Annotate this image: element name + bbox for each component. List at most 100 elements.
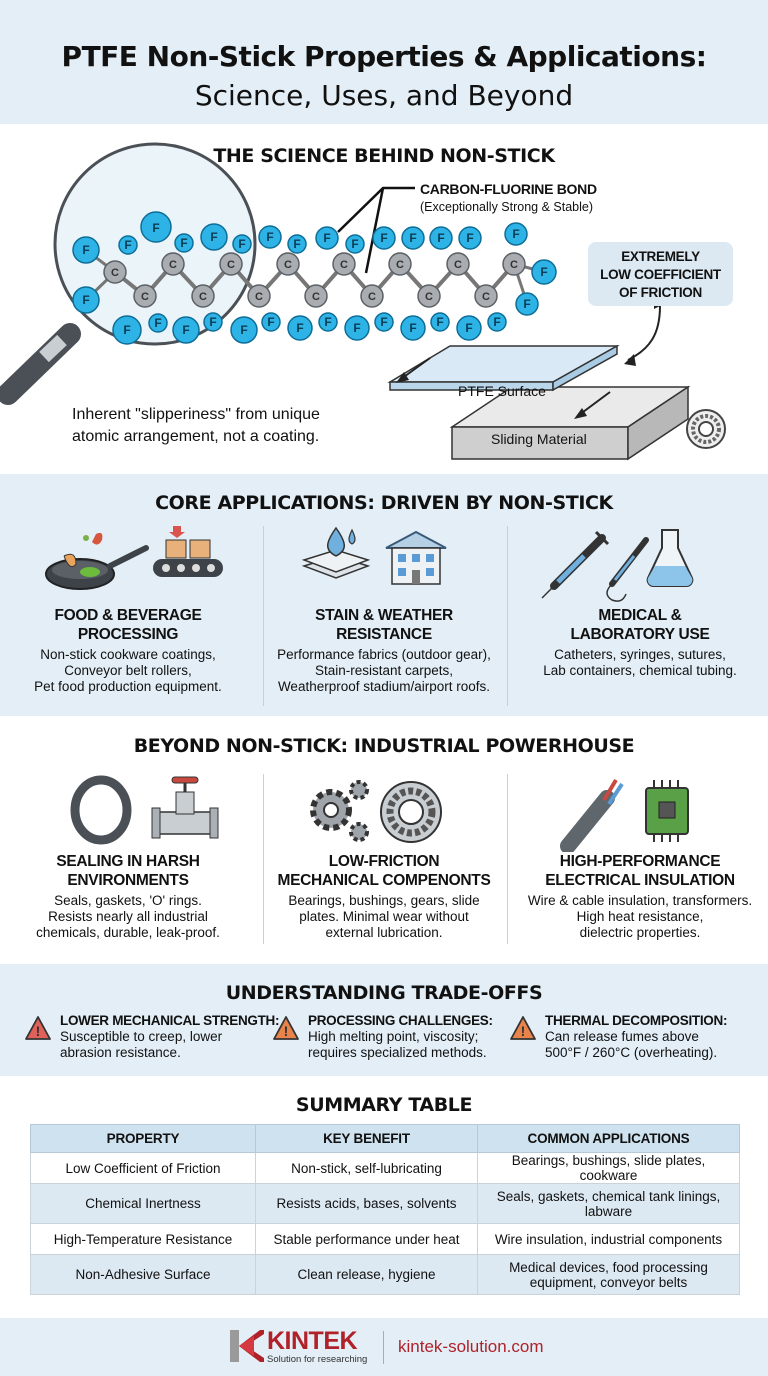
svg-text:F: F	[353, 321, 360, 335]
svg-text:F: F	[512, 227, 519, 241]
svg-text:F: F	[324, 315, 331, 329]
brand-tagline: Solution for researching	[267, 1354, 368, 1365]
svg-text:F: F	[436, 315, 443, 329]
svg-text:C: C	[169, 259, 177, 271]
bond-label: CARBON-FLUORINE BOND	[420, 181, 597, 197]
table-row: Non-Adhesive Surface Clean release, hygi…	[30, 1254, 740, 1295]
svg-text:F: F	[493, 315, 500, 329]
svg-text:F: F	[409, 231, 416, 245]
tradeoffs-section: UNDERSTANDING TRADE-OFFS ! LOWER MECHANI…	[0, 964, 768, 1076]
svg-text:F: F	[523, 297, 530, 311]
warning-icon: !	[510, 1016, 536, 1040]
frying-pan-conveyor-icon	[45, 526, 223, 590]
column-title: MEDICAL &LABORATORY USE	[570, 607, 710, 643]
ptfe-surface-label: PTFE Surface	[458, 383, 546, 399]
svg-text:!: !	[36, 1023, 41, 1039]
slipperiness-caption: Inherent "slipperiness" from unique atom…	[72, 406, 320, 445]
svg-text:F: F	[123, 323, 130, 337]
svg-text:F: F	[209, 315, 216, 329]
svg-text:C: C	[255, 291, 263, 303]
svg-text:F: F	[380, 315, 387, 329]
svg-text:!: !	[284, 1023, 289, 1039]
svg-text:C: C	[510, 259, 518, 271]
industrial-section: BEYOND NON-STICK: INDUSTRIAL POWERHOUSE …	[0, 716, 768, 964]
warning-icon: !	[273, 1016, 299, 1040]
sliding-material-label: Sliding Material	[491, 431, 587, 447]
tradeoff-item: ! LOWER MECHANICAL STRENGTH: Susceptible…	[25, 1013, 280, 1061]
summary-title: SUMMARY TABLE	[295, 1094, 473, 1116]
table-row: High-Temperature Resistance Stable perfo…	[30, 1223, 740, 1255]
column-description: Performance fabrics (outdoor gear),Stain…	[277, 647, 491, 694]
svg-text:F: F	[82, 293, 89, 307]
svg-text:C: C	[396, 259, 404, 271]
table-header: KEY BENEFIT	[255, 1124, 478, 1153]
svg-text:F: F	[293, 237, 300, 251]
svg-text:C: C	[340, 259, 348, 271]
syringe-flask-icon	[541, 529, 694, 602]
website-link[interactable]: kintek-solution.com	[398, 1337, 544, 1356]
svg-text:C: C	[199, 291, 207, 303]
magnifier-icon	[0, 142, 257, 405]
gears-bearing-icon	[310, 780, 442, 843]
kintek-logo-icon	[230, 1330, 264, 1362]
svg-text:F: F	[465, 321, 472, 335]
svg-text:F: F	[180, 236, 187, 250]
warning-icon: !	[25, 1016, 51, 1040]
table-header: COMMON APPLICATIONS	[477, 1124, 740, 1153]
svg-text:C: C	[312, 291, 320, 303]
svg-text:F: F	[437, 231, 444, 245]
table-header-row: PROPERTY KEY BENEFIT COMMON APPLICATIONS	[30, 1124, 740, 1153]
svg-text:C: C	[111, 267, 119, 279]
divider	[507, 526, 508, 706]
svg-text:C: C	[227, 259, 235, 271]
svg-text:C: C	[482, 291, 490, 303]
svg-text:F: F	[152, 221, 159, 235]
svg-text:C: C	[284, 259, 292, 271]
svg-text:C: C	[368, 291, 376, 303]
column-description: Wire & cable insulation, transformers.Hi…	[527, 893, 753, 940]
footer: KINTEK Solution for researching kintek-s…	[0, 1318, 768, 1376]
page-title: PTFE Non-Stick Properties & Applications…	[61, 40, 707, 73]
divider	[263, 774, 264, 944]
svg-text:C: C	[425, 291, 433, 303]
svg-text:F: F	[540, 265, 547, 279]
tradeoff-item: ! PROCESSING CHALLENGES: High melting po…	[273, 1013, 493, 1061]
svg-text:F: F	[154, 316, 161, 330]
svg-text:F: F	[238, 237, 245, 251]
tradeoffs-title: UNDERSTANDING TRADE-OFFS	[225, 982, 543, 1004]
svg-text:C: C	[141, 291, 149, 303]
column-description: Non-stick cookware coatings,Conveyor bel…	[34, 647, 222, 694]
divider	[507, 774, 508, 944]
page-header: PTFE Non-Stick Properties & Applications…	[0, 0, 768, 124]
column-description: Seals, gaskets, 'O' rings.Resists nearly…	[36, 893, 220, 940]
svg-text:!: !	[521, 1023, 526, 1039]
droplet-building-icon	[301, 526, 447, 585]
science-title: THE SCIENCE BEHIND NON-STICK	[213, 145, 555, 167]
svg-text:F: F	[323, 231, 330, 245]
svg-text:F: F	[82, 243, 89, 257]
industrial-title: BEYOND NON-STICK: INDUSTRIAL POWERHOUSE	[133, 735, 635, 757]
core-applications-section: CORE APPLICATIONS: DRIVEN BY NON-STICK	[0, 474, 768, 716]
svg-text:F: F	[296, 321, 303, 335]
svg-text:F: F	[267, 315, 274, 329]
svg-text:F: F	[124, 238, 131, 252]
svg-text:C: C	[454, 259, 462, 271]
svg-text:F: F	[210, 230, 217, 244]
cable-chip-icon	[560, 778, 689, 854]
friction-callout: EXTREMELY LOW COEFFICIENT OF FRICTION	[588, 242, 733, 306]
bond-sublabel: (Exceptionally Strong & Stable)	[420, 200, 594, 214]
svg-text:F: F	[409, 321, 416, 335]
svg-text:F: F	[466, 231, 473, 245]
table-row: Low Coefficient of Friction Non-stick, s…	[30, 1152, 740, 1184]
brand-name: KINTEK	[267, 1327, 358, 1355]
table-row: Chemical Inertness Resists acids, bases,…	[30, 1183, 740, 1224]
medical-lab-column: MEDICAL &LABORATORY USE Catheters, syrin…	[512, 526, 768, 695]
